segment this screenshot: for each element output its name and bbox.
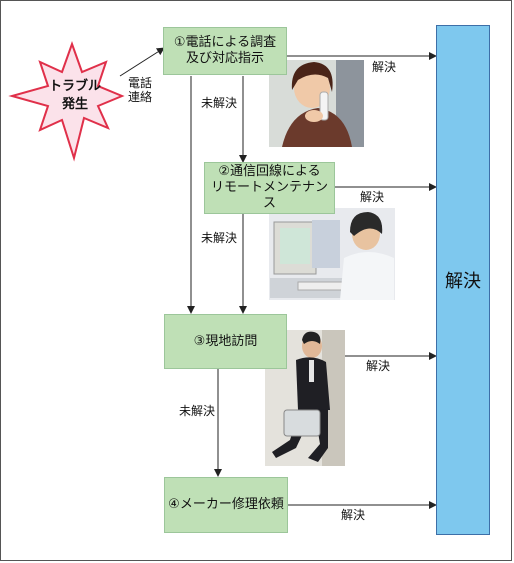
step-1-phone-investigation: ①電話による調査 及び対応指示 [163,27,287,75]
step-3-site-visit: ③現地訪問 [164,314,287,369]
step-2-remote-maintenance: ②通信回線による リモートメンテナンス [204,162,335,214]
resolved-label-2: 解決 [360,190,385,204]
resolved-label-4: 解決 [341,508,366,522]
trouble-starburst-shape [8,41,125,162]
unresolved-label-2: 未解決 [201,231,238,245]
resolved-label-3: 解決 [366,359,391,373]
step-4-manufacturer-repair: ④メーカー修理依頼 [164,477,288,533]
unresolved-label-1: 未解決 [201,96,238,110]
unresolved-label-3: 未解決 [179,404,216,418]
trouble-start-label: トラブル 発生 [48,79,101,112]
resolved-bar: 解決 [436,25,490,535]
remote-maintenance-photo [269,208,395,300]
phone-contact-label: 電話 連絡 [128,76,153,104]
phone-call-photo [269,60,364,147]
resolved-label-1: 解決 [372,60,397,74]
resolved-bar-label: 解決 [445,271,481,292]
